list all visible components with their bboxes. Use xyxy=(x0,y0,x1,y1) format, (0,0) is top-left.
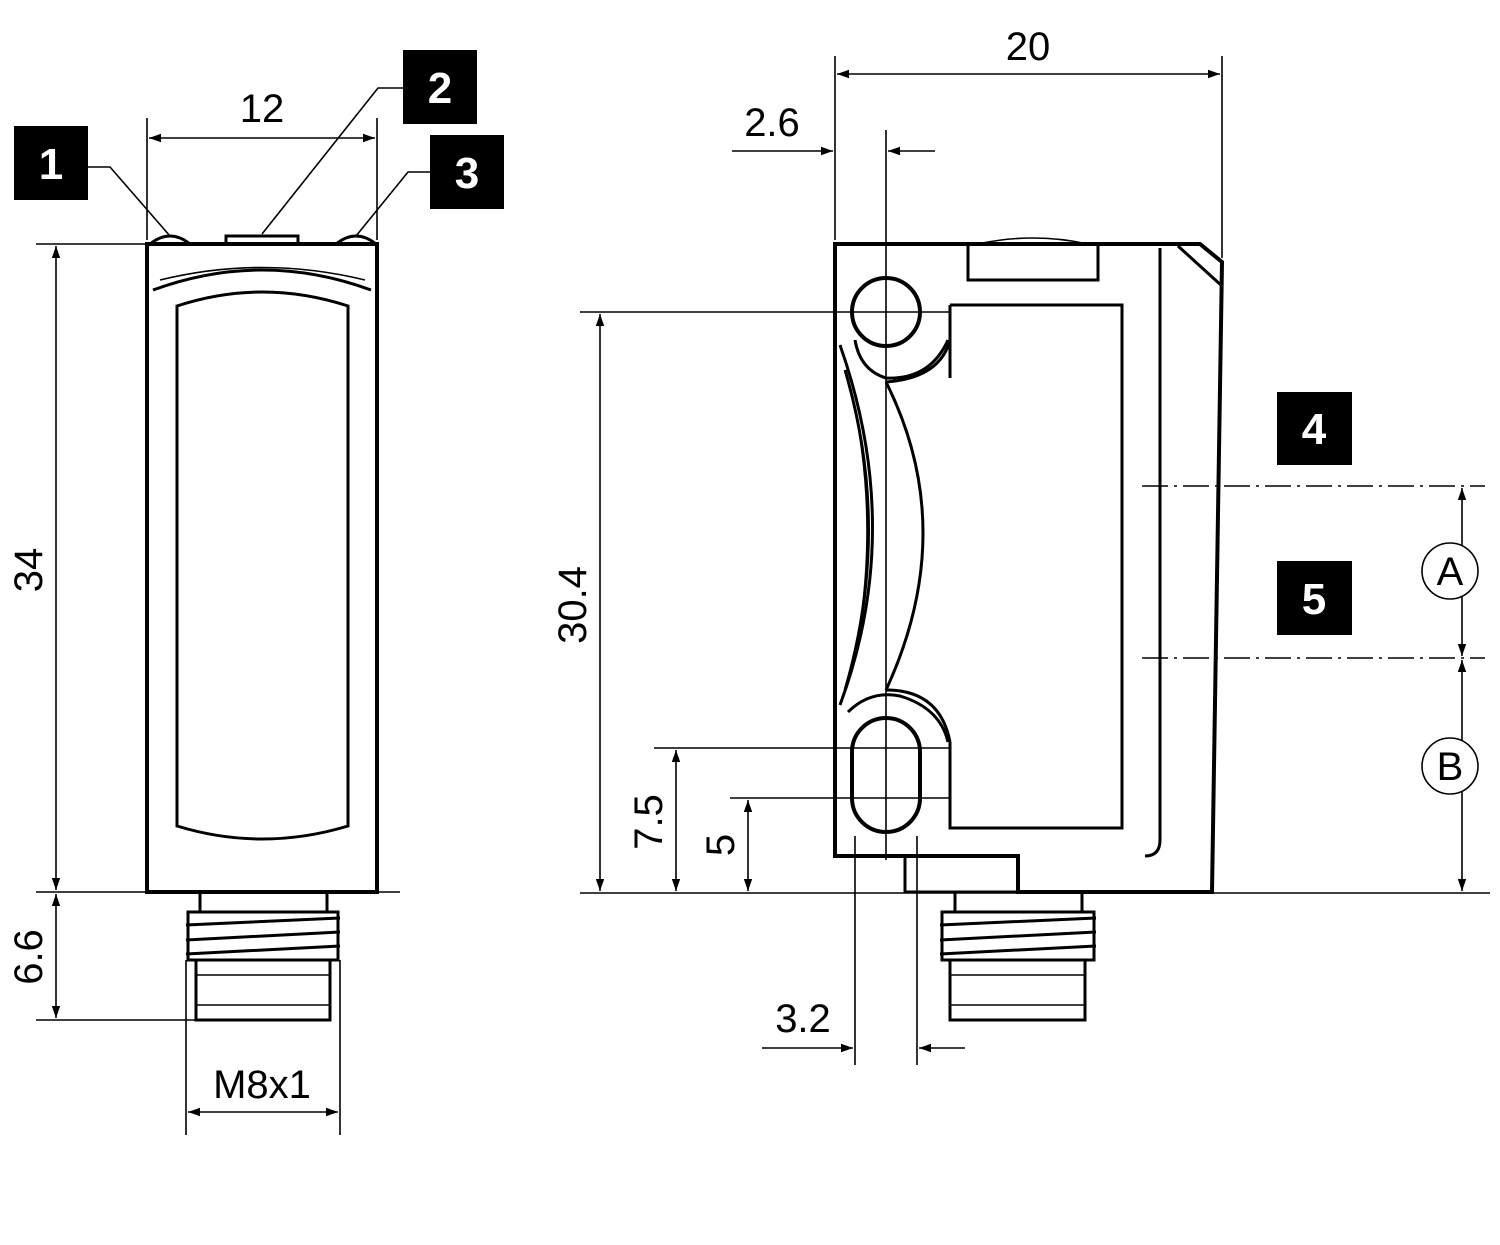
callout-4: 4 xyxy=(1277,392,1352,465)
dim-hole-7-5: 7.5 xyxy=(627,794,671,850)
callout-2: 2 xyxy=(261,50,477,235)
svg-text:5: 5 xyxy=(1302,575,1326,624)
dim-width-20: 20 xyxy=(1006,25,1051,69)
dim-thread-m8: M8x1 xyxy=(213,1063,311,1107)
side-connector xyxy=(939,890,1097,1022)
svg-text:3: 3 xyxy=(455,149,479,198)
front-view: 12 34 6.6 M8x1 1 2 3 xyxy=(7,50,504,1135)
front-window-outer-top xyxy=(152,268,372,292)
side-inner-panel xyxy=(948,303,1124,830)
dim-offset-3-2: 3.2 xyxy=(775,997,831,1041)
dim-offset-2-6: 2.6 xyxy=(744,101,800,145)
front-window xyxy=(175,290,350,841)
callout-5: 5 xyxy=(1277,561,1352,635)
side-view: 20 2.6 30.4 7.5 5 3.2 A xyxy=(551,25,1490,1065)
dim-height-34: 34 xyxy=(7,548,51,593)
axis-marker-a: A xyxy=(1421,542,1479,600)
svg-text:1: 1 xyxy=(39,140,63,189)
callout-3: 3 xyxy=(355,135,504,237)
svg-text:2: 2 xyxy=(428,64,452,113)
front-housing xyxy=(145,242,379,894)
bump-2 xyxy=(224,234,300,246)
dim-width-12: 12 xyxy=(240,87,285,131)
side-housing xyxy=(833,242,1225,894)
svg-text:B: B xyxy=(1437,745,1464,789)
svg-text:4: 4 xyxy=(1302,405,1327,454)
dim-connector-6-6: 6.6 xyxy=(7,929,51,985)
top-indicator xyxy=(966,242,1100,282)
callout-1: 1 xyxy=(14,126,171,237)
axis-marker-b: B xyxy=(1421,737,1479,795)
dim-height-30-4: 30.4 xyxy=(551,566,595,644)
front-connector xyxy=(185,890,341,1022)
dim-hole-5: 5 xyxy=(699,834,743,856)
svg-text:A: A xyxy=(1437,550,1464,594)
